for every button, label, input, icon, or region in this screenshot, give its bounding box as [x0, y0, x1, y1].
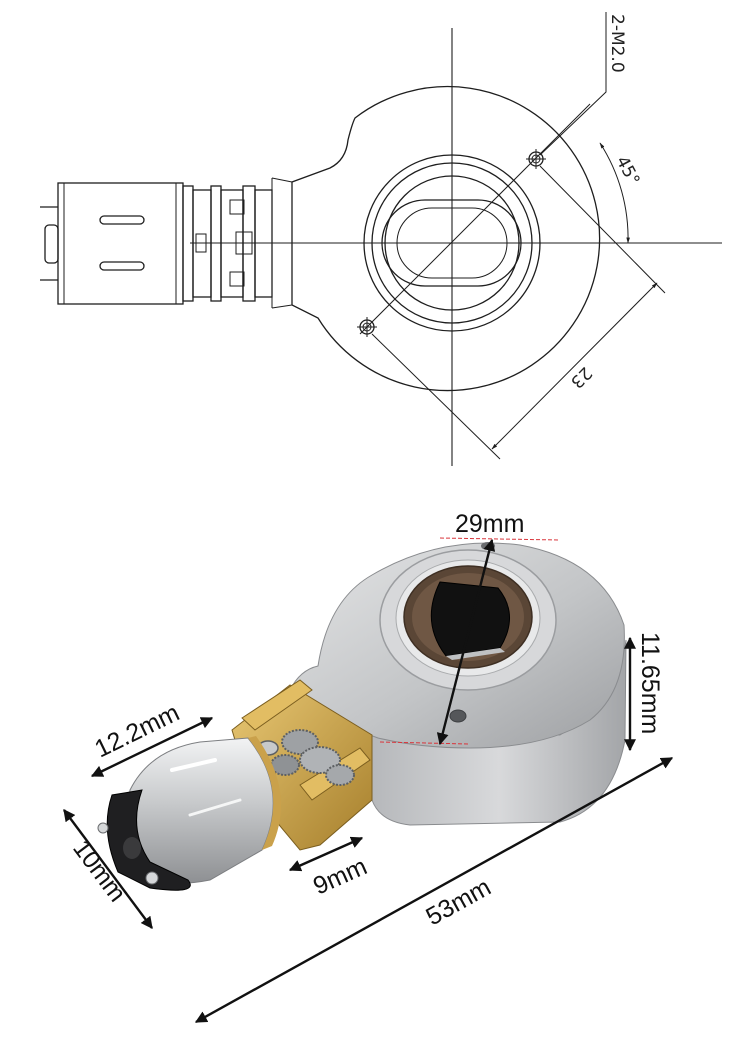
hole-center-line: [359, 103, 591, 335]
d-shaft-bore-inner: [396, 207, 508, 279]
screw-hole-top: [481, 542, 495, 550]
dim-ext-bottom: [371, 333, 501, 460]
dim-total-length: [194, 756, 674, 1024]
hole-spec-leader: [539, 12, 607, 156]
outer-ring-inner: [371, 162, 533, 324]
technical-drawing: 2-M2.0 45° 23: [40, 12, 722, 466]
d-bore: [430, 581, 510, 657]
d-shaft-bore: [381, 199, 522, 287]
dim-motor-diameter: [63, 809, 153, 929]
outer-ring: [363, 154, 541, 332]
screw-hole-bottom: [449, 709, 467, 723]
dim-gearbox-length: [90, 716, 214, 778]
housing-outline: [291, 85, 601, 392]
motor-side-view: [40, 182, 273, 305]
label-flange-diameter: 29mm: [455, 510, 524, 538]
label-total-length: 53mm: [421, 873, 495, 931]
motor-shaft-end: [123, 837, 141, 859]
mounting-hole-top: [526, 149, 546, 169]
angle-label: 45°: [612, 153, 644, 189]
angle-arc: [599, 142, 630, 244]
hole-spec-label: 2-M2.0: [607, 14, 627, 73]
dim-ext-top: [539, 165, 666, 294]
terminal-top: [97, 822, 109, 834]
center-distance-line: [491, 282, 658, 450]
bushing-ring: [384, 175, 520, 311]
label-housing-thickness: 11.65mm: [636, 632, 664, 734]
label-gear-width: 9mm: [309, 852, 371, 900]
guide-line-top: [439, 537, 561, 541]
dim-flange-diameter: [436, 538, 496, 746]
terminal-bottom: [145, 871, 159, 885]
center-distance-label: 23: [566, 362, 595, 391]
